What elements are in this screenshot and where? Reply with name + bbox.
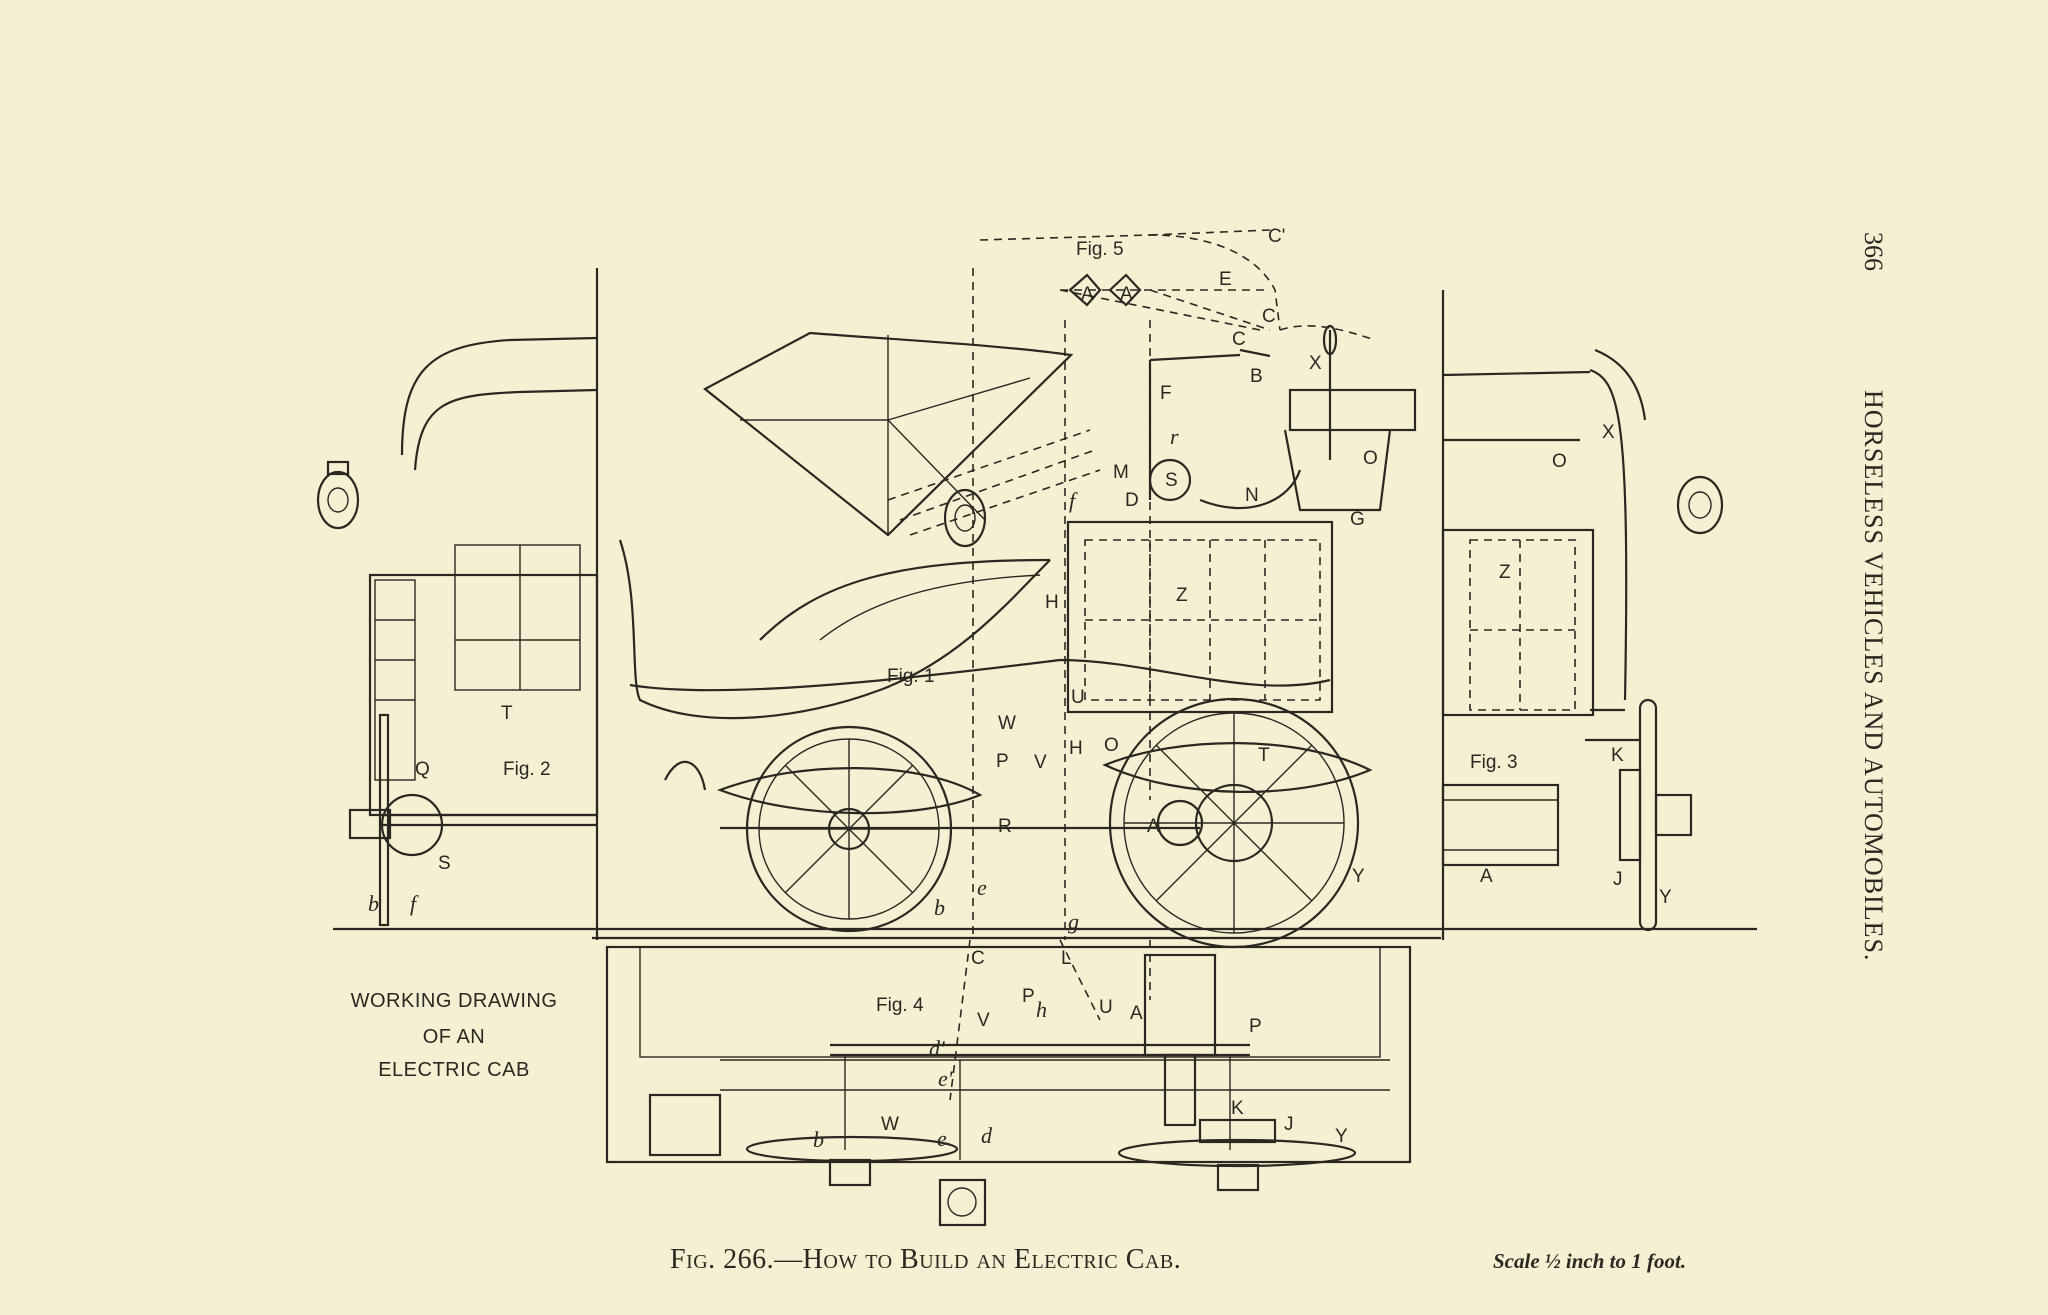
fig1-letter-labels: Z H U W H O P V R A T Y b e g M D S r F … [934, 329, 1378, 934]
part-letter: C' [1268, 226, 1285, 247]
running-header: HORSELESS VEHICLES AND AUTOMOBILES. [1859, 390, 1888, 962]
part-letter: U [1099, 997, 1113, 1018]
fig4-letter-labels: C L V P h U A P d' e' W b e d K J Y [813, 948, 1348, 1152]
fig1-label: Fig. 1 [887, 666, 935, 687]
part-letter: d [981, 1123, 993, 1148]
fig2-letter-labels: T Q S b f [368, 703, 513, 916]
part-letter: Y [1659, 887, 1672, 908]
fig5-letter-labels: A A E C' C [1081, 226, 1285, 327]
part-letter: P [1249, 1016, 1262, 1037]
part-letter: g [1068, 909, 1079, 934]
part-letter: b [813, 1127, 824, 1152]
part-letter: J [1284, 1114, 1294, 1135]
part-letter: r [1170, 424, 1179, 449]
part-letter: O [1363, 448, 1378, 469]
fig3-lamp [1676, 475, 1724, 535]
motor [1441, 783, 1560, 867]
part-letter: Z [1176, 585, 1188, 606]
battery-box [1066, 520, 1334, 714]
side-title-line-3: ELECTRIC CAB [378, 1059, 530, 1081]
fig5-steering-geometry [979, 229, 1376, 341]
part-letter: A [1147, 816, 1160, 837]
fig2-label: Fig. 2 [503, 759, 551, 780]
part-letter: d' [929, 1036, 945, 1061]
scale-note: Scale ½ inch to 1 foot. [1493, 1249, 1687, 1273]
part-letter: T [501, 703, 513, 724]
fig4-label: Fig. 4 [876, 995, 924, 1016]
part-letter: G [1350, 509, 1365, 530]
part-letter: H [1069, 738, 1083, 759]
part-letter: e [937, 1126, 947, 1151]
part-letter: e [977, 875, 987, 900]
part-letter: T [1258, 745, 1270, 766]
part-letter: X [1309, 353, 1322, 374]
part-letter: E [1219, 269, 1232, 290]
part-letter: H [1045, 592, 1059, 613]
part-letter: J [1613, 869, 1623, 890]
part-letter: A [1130, 1003, 1143, 1024]
part-letter: C [1262, 306, 1276, 327]
part-letter: h [1036, 997, 1047, 1022]
hood [703, 331, 1074, 537]
part-letter: Q [415, 759, 430, 780]
fig2-rear-view [316, 336, 599, 927]
part-letter: W [998, 713, 1016, 734]
part-letter: K [1231, 1098, 1244, 1119]
fig3-letter-labels: Z O X K A J Y [1480, 422, 1672, 908]
rear-wheel [745, 725, 953, 933]
figure-caption: Fig. 266.—How to Build an Electric Cab. [670, 1244, 1182, 1275]
part-letter: X [1602, 422, 1615, 443]
fig3-label: Fig. 3 [1470, 752, 1518, 773]
part-letter: V [977, 1010, 990, 1031]
side-title-line-1: WORKING DRAWING [350, 990, 558, 1012]
part-letter: f [410, 891, 419, 916]
fig3-front-view [1441, 348, 1724, 932]
part-letter: N [1245, 485, 1259, 506]
part-letter: S [438, 853, 451, 874]
part-letter: Y [1335, 1126, 1348, 1147]
part-letter: W [881, 1114, 899, 1135]
part-letter: Z [1499, 562, 1511, 583]
part-letter: F [1160, 383, 1172, 404]
part-letter: C [1232, 329, 1246, 350]
fig3-wheel [1638, 698, 1658, 932]
part-letter: K [1611, 745, 1624, 766]
part-letter: O [1104, 735, 1119, 756]
part-letter: S [1165, 470, 1178, 491]
part-letter: A [1480, 866, 1493, 887]
fig4-plan-view [605, 939, 1412, 1227]
part-letter: M [1113, 462, 1129, 483]
fig1-side-view [618, 268, 1417, 949]
part-letter: P [1022, 986, 1035, 1007]
page-number: 366 [1859, 232, 1888, 271]
part-letter: Y [1352, 866, 1365, 887]
part-letter: V [1034, 752, 1047, 773]
fig2-lamp [316, 470, 360, 530]
part-letter: C [971, 948, 985, 969]
part-letter: e' [938, 1066, 953, 1091]
part-letter: B [1250, 366, 1263, 387]
side-title-line-2: OF AN [422, 1026, 486, 1048]
part-letter: R [998, 816, 1012, 837]
part-letter: U [1071, 687, 1085, 708]
front-spring [1102, 741, 1373, 794]
part-letter: b [368, 891, 379, 916]
part-letter: P [996, 751, 1009, 772]
part-letter: L [1061, 948, 1072, 969]
fig4-rear-wheel [745, 1135, 959, 1163]
part-letter: A [1120, 284, 1133, 305]
rear-spring [716, 766, 983, 815]
part-letter: D [1125, 490, 1139, 511]
part-letter: O [1552, 451, 1567, 472]
part-letter: A [1081, 284, 1094, 305]
driver-seat [1288, 388, 1417, 432]
part-letter: f [1069, 488, 1078, 513]
part-letter: b [934, 895, 945, 920]
fig1-lamp [943, 488, 987, 548]
fig5-label: Fig. 5 [1076, 239, 1124, 260]
